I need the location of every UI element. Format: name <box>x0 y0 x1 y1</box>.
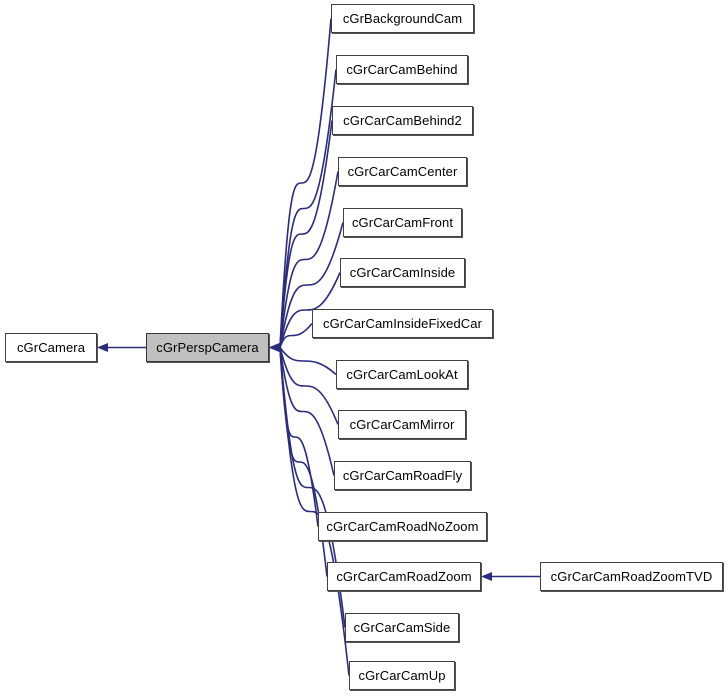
class-node-cGrCamera[interactable]: cGrCamera <box>5 333 97 362</box>
inheritance-arrowhead-cGrCarCamUp-to-cGrPerspCamera <box>269 343 280 352</box>
class-node-cGrCarCamBehind[interactable]: cGrCarCamBehind <box>336 55 468 84</box>
class-node-cGrCarCamInside[interactable]: cGrCarCamInside <box>340 258 465 287</box>
class-node-cGrCarCamBehind2[interactable]: cGrCarCamBehind2 <box>332 106 473 135</box>
class-node-cGrCarCamSide[interactable]: cGrCarCamSide <box>345 613 459 642</box>
class-node-cGrCarCamUp[interactable]: cGrCarCamUp <box>349 661 455 690</box>
class-node-label: cGrCarCamCenter <box>347 164 458 179</box>
inheritance-arrowhead-cGrCarCamRoadZoomTVD-to-cGrCarCamRoadZoom <box>481 572 492 581</box>
class-node-label: cGrCarCamInside <box>349 265 456 280</box>
class-node-cGrCarCamFront[interactable]: cGrCarCamFront <box>343 208 462 237</box>
class-node-cGrCarCamLookAt[interactable]: cGrCarCamLookAt <box>336 360 468 389</box>
class-node-label: cGrCarCamRoadZoomTVD <box>550 569 713 584</box>
inheritance-edge-cGrCarCamLookAt-to-cGrPerspCamera <box>279 347 337 376</box>
class-node-label: cGrCamera <box>16 340 86 355</box>
class-node-cGrCarCamMirror[interactable]: cGrCarCamMirror <box>338 410 466 439</box>
class-node-label: cGrCarCamInsideFixedCar <box>322 316 483 331</box>
inheritance-edge-cGrBackgroundCam-to-cGrPerspCamera <box>279 18 332 348</box>
class-node-cGrCarCamRoadZoomTVD[interactable]: cGrCarCamRoadZoomTVD <box>540 562 723 591</box>
inheritance-edge-cGrCarCamFront-to-cGrPerspCamera <box>279 222 344 348</box>
inheritance-edge-cGrCarCamMirror-to-cGrPerspCamera <box>279 347 339 425</box>
inheritance-edge-cGrCarCamBehind-to-cGrPerspCamera <box>279 69 337 348</box>
inheritance-edge-cGrCarCamBehind2-to-cGrPerspCamera <box>279 120 333 348</box>
inheritance-edge-cGrCarCamRoadZoom-to-cGrPerspCamera <box>279 347 328 577</box>
inheritance-edge-cGrCarCamInsideFixedCar-to-cGrPerspCamera <box>279 322 313 348</box>
class-node-cGrPerspCamera[interactable]: cGrPerspCamera <box>146 333 269 362</box>
class-node-cGrCarCamCenter[interactable]: cGrCarCamCenter <box>338 157 467 186</box>
class-node-label: cGrBackgroundCam <box>342 11 463 26</box>
class-node-label: cGrCarCamRoadZoom <box>336 569 472 584</box>
class-node-cGrCarCamRoadZoom[interactable]: cGrCarCamRoadZoom <box>327 562 481 591</box>
class-node-cGrCarCamRoadFly[interactable]: cGrCarCamRoadFly <box>334 461 471 490</box>
inheritance-arrowhead-cGrPerspCamera-to-cGrCamera <box>97 343 108 352</box>
class-node-label: cGrCarCamSide <box>353 620 451 635</box>
class-node-label: cGrCarCamLookAt <box>346 367 458 382</box>
class-node-label: cGrCarCamRoadNoZoom <box>326 519 479 534</box>
class-node-label: cGrCarCamRoadFly <box>342 468 463 483</box>
class-node-cGrCarCamInsideFixedCar[interactable]: cGrCarCamInsideFixedCar <box>312 309 493 338</box>
class-node-label: cGrCarCamBehind2 <box>343 113 462 128</box>
class-node-label: cGrCarCamFront <box>351 215 454 230</box>
inheritance-edge-cGrCarCamRoadFly-to-cGrPerspCamera <box>279 347 335 476</box>
class-node-cGrCarCamRoadNoZoom[interactable]: cGrCarCamRoadNoZoom <box>318 512 487 541</box>
class-node-label: cGrCarCamBehind <box>346 62 458 77</box>
inheritance-edge-cGrCarCamCenter-to-cGrPerspCamera <box>279 171 339 348</box>
inheritance-edge-cGrCarCamInside-to-cGrPerspCamera <box>279 272 341 348</box>
class-node-label: cGrCarCamUp <box>358 668 446 683</box>
class-node-label: cGrCarCamMirror <box>349 417 455 432</box>
class-node-cGrBackgroundCam[interactable]: cGrBackgroundCam <box>331 4 474 33</box>
class-node-label: cGrPerspCamera <box>156 340 259 355</box>
